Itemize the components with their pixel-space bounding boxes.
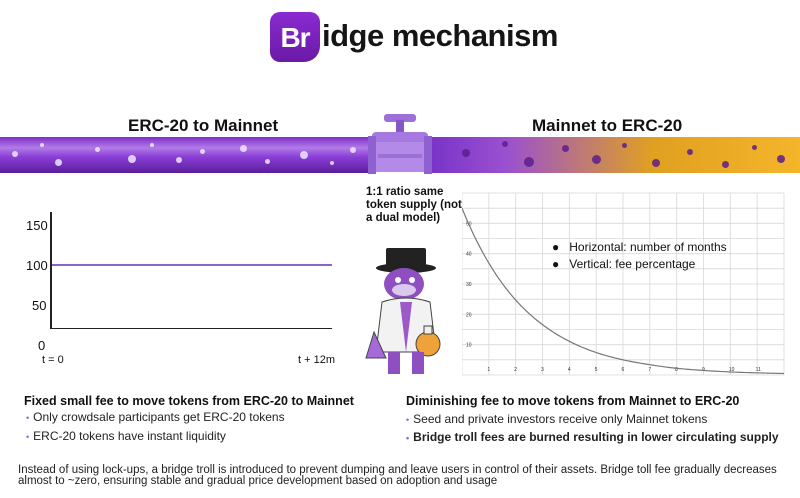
right-x-tick-label: 6 — [622, 367, 625, 373]
page-title: idge mechanism — [322, 18, 558, 53]
bullet-icon: • — [406, 433, 410, 443]
right-heading: Diminishing fee to move tokens from Main… — [406, 394, 740, 408]
legend-item-horizontal: ● Horizontal: number of months — [552, 240, 727, 254]
left-y-tick-100: 100 — [26, 258, 48, 273]
legend-item-vertical: ● Vertical: fee percentage — [552, 257, 695, 271]
legend-bullet-icon: ● — [552, 240, 560, 254]
logo-text: Br — [280, 22, 310, 53]
left-y-axis — [50, 212, 52, 329]
left-x-start-label: t = 0 — [42, 354, 64, 366]
pipe-right — [432, 137, 800, 173]
legend-label-horizontal: Horizontal: number of months — [569, 240, 727, 254]
center-note: 1:1 ratio same token supply (not a dual … — [366, 186, 462, 224]
right-x-tick-label: 3 — [541, 367, 544, 373]
right-x-tick-label: 8 — [675, 367, 678, 373]
left-fee-line — [52, 264, 332, 266]
right-x-tick-label: 10 — [729, 367, 735, 373]
right-x-tick-label: 5 — [595, 367, 598, 373]
right-x-tick-label: 4 — [568, 367, 571, 373]
legend-bullet-icon: ● — [552, 257, 560, 271]
bullet-icon: • — [406, 415, 410, 425]
pipe-valve — [368, 114, 432, 174]
footer-text: Instead of using lock-ups, a bridge trol… — [18, 464, 777, 487]
pipe-left — [0, 137, 368, 173]
right-x-tick-label: 7 — [648, 367, 651, 373]
right-section-title: Mainnet to ERC-20 — [532, 116, 683, 135]
left-x-end-label: t + 12m — [298, 354, 335, 366]
right-x-tick-label: 1 — [487, 367, 490, 373]
right-y-tick-label: 30 — [466, 282, 472, 288]
bullet-icon: • — [26, 432, 30, 442]
right-x-tick-label: 11 — [756, 367, 761, 373]
right-y-tick-label: 20 — [466, 312, 472, 318]
left-y-tick-50: 50 — [32, 298, 47, 313]
bullet-icon: • — [26, 413, 30, 423]
left-heading: Fixed small fee to move tokens from ERC-… — [24, 394, 354, 408]
left-section-title: ERC-20 to Mainnet — [128, 116, 279, 135]
logo-badge: Br — [270, 12, 320, 62]
left-bullet-2: •ERC-20 tokens have instant liquidity — [26, 429, 226, 443]
right-y-tick-label: 40 — [466, 252, 472, 258]
legend-label-vertical: Vertical: fee percentage — [569, 257, 696, 271]
right-y-tick-label: 10 — [466, 343, 472, 349]
troll-illustration — [365, 248, 441, 374]
right-bullet-2: •Bridge troll fees are burned resulting … — [406, 430, 779, 444]
left-bullet-1: •Only crowdsale participants get ERC-20 … — [26, 410, 285, 424]
right-bullet-1: •Seed and private investors receive only… — [406, 412, 708, 426]
left-y-tick-0: 0 — [38, 338, 46, 353]
left-x-axis — [50, 328, 332, 329]
left-y-tick-150: 150 — [26, 218, 48, 233]
right-x-tick-label: 2 — [514, 367, 517, 373]
